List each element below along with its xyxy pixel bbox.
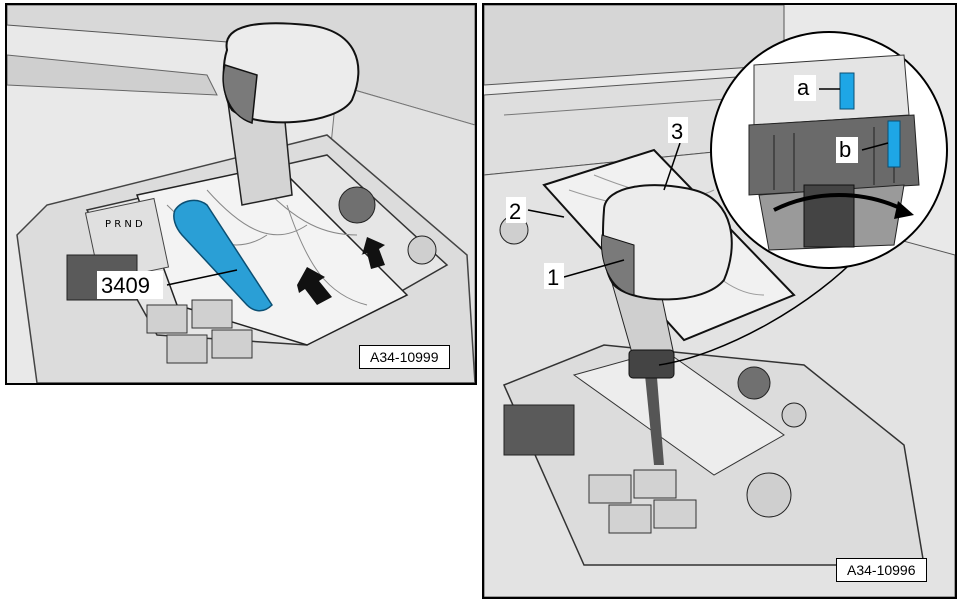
button-grid-right xyxy=(588,469,697,534)
callout-2: 2 xyxy=(509,199,521,224)
callout-2-bg xyxy=(506,197,526,223)
right-illustration: 1 2 3 a b xyxy=(484,5,955,597)
pull-up-arrow-icon xyxy=(297,237,385,305)
rotation-arrow-head xyxy=(894,201,914,219)
figure-reference-right: A34-10996 xyxy=(836,558,927,582)
locking-ring xyxy=(628,349,675,379)
tool-label: 3409 xyxy=(101,273,150,298)
button-grid xyxy=(146,299,253,364)
marker-a xyxy=(839,72,855,110)
callout-1: 1 xyxy=(547,265,559,290)
callout-3: 3 xyxy=(671,119,683,144)
callout-a: a xyxy=(797,75,810,100)
detail-connector xyxy=(658,249,865,366)
callout-b-leader xyxy=(861,142,889,151)
gear-letters: P R N D xyxy=(105,219,143,230)
left-figure-panel: P R N D 3409 A34-10999 xyxy=(5,3,477,385)
control-knob xyxy=(407,235,437,265)
control-knob-right xyxy=(781,402,807,428)
dashboard-vent xyxy=(7,54,218,96)
shift-knob-button xyxy=(222,64,258,124)
tool-leader-line xyxy=(166,269,238,286)
figure-reference-left: A34-10999 xyxy=(359,345,450,369)
callout-1-bg xyxy=(544,263,564,289)
callout-b-bg xyxy=(836,137,858,163)
callout-3-bg xyxy=(668,117,688,143)
shift-knob-button-right xyxy=(600,234,635,296)
special-tool-3409 xyxy=(173,199,273,312)
callout-a-bg xyxy=(794,75,816,101)
callout-2-leader xyxy=(527,209,565,218)
radio-slot-line xyxy=(503,96,755,116)
callout-1-leader xyxy=(563,259,625,278)
switch-block-right xyxy=(503,404,575,456)
rotation-arrow-icon xyxy=(773,193,905,212)
round-cover-right xyxy=(737,366,771,400)
selector-rod xyxy=(644,365,664,465)
callout-3-leader xyxy=(663,142,681,191)
tool-label-bg xyxy=(97,271,163,299)
marker-b xyxy=(887,120,901,168)
left-illustration: P R N D 3409 xyxy=(7,5,475,383)
round-cover xyxy=(338,186,376,224)
right-figure-panel: 1 2 3 a b xyxy=(482,3,957,599)
callout-b: b xyxy=(839,137,851,162)
mmi-knob xyxy=(746,472,792,518)
